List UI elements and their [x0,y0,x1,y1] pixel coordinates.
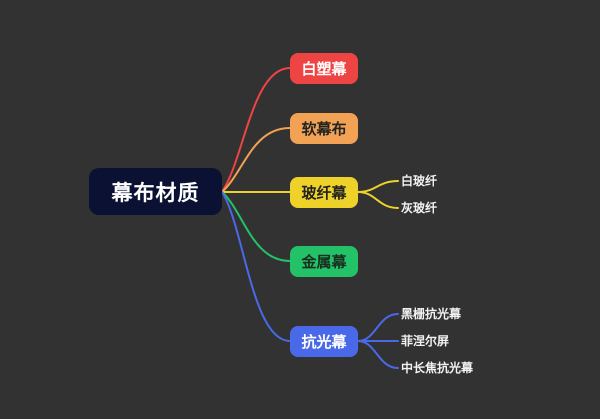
branch-node-label: 软幕布 [301,121,347,138]
root-node-screen-material[interactable]: 幕布材质 [89,168,222,215]
branch-node-anti-light-screen[interactable]: 抗光幕 [290,326,358,357]
connector-root-to-baisumu [221,67,291,193]
connector-boxianmu-to-huiboxian [357,191,399,209]
leaf-node-black-grid-anti-light[interactable]: 黑栅抗光幕 [401,307,462,321]
branch-node-label: 白塑幕 [301,61,347,78]
connector-root-to-jinshumu [221,191,291,262]
connector-kangguangmu-to-zhongchang [357,340,399,369]
connector-kangguangmu-to-heishan [357,313,399,342]
branch-node-soft-screen[interactable]: 软幕布 [290,113,358,144]
root-node-label: 幕布材质 [111,181,200,205]
branch-node-label: 玻纤幕 [301,185,347,202]
connector-root-to-kangguangmu [221,191,291,342]
connector-boxianmu-to-baiboxian [357,180,399,193]
leaf-node-fresnel-screen[interactable]: 菲涅尔屏 [401,334,450,348]
branch-node-white-plastic-screen[interactable]: 白塑幕 [290,53,358,84]
branch-node-fiberglass-screen[interactable]: 玻纤幕 [290,177,358,208]
branch-node-label: 金属幕 [301,254,347,271]
connector-root-to-ruanmubu [221,127,291,193]
branch-node-label: 抗光幕 [301,334,347,351]
leaf-node-gray-fiberglass[interactable]: 灰玻纤 [401,201,438,215]
branch-node-metal-screen[interactable]: 金属幕 [290,246,358,277]
leaf-node-white-fiberglass[interactable]: 白玻纤 [401,174,438,188]
leaf-node-mid-long-throw-anti-light[interactable]: 中长焦抗光幕 [401,361,474,375]
